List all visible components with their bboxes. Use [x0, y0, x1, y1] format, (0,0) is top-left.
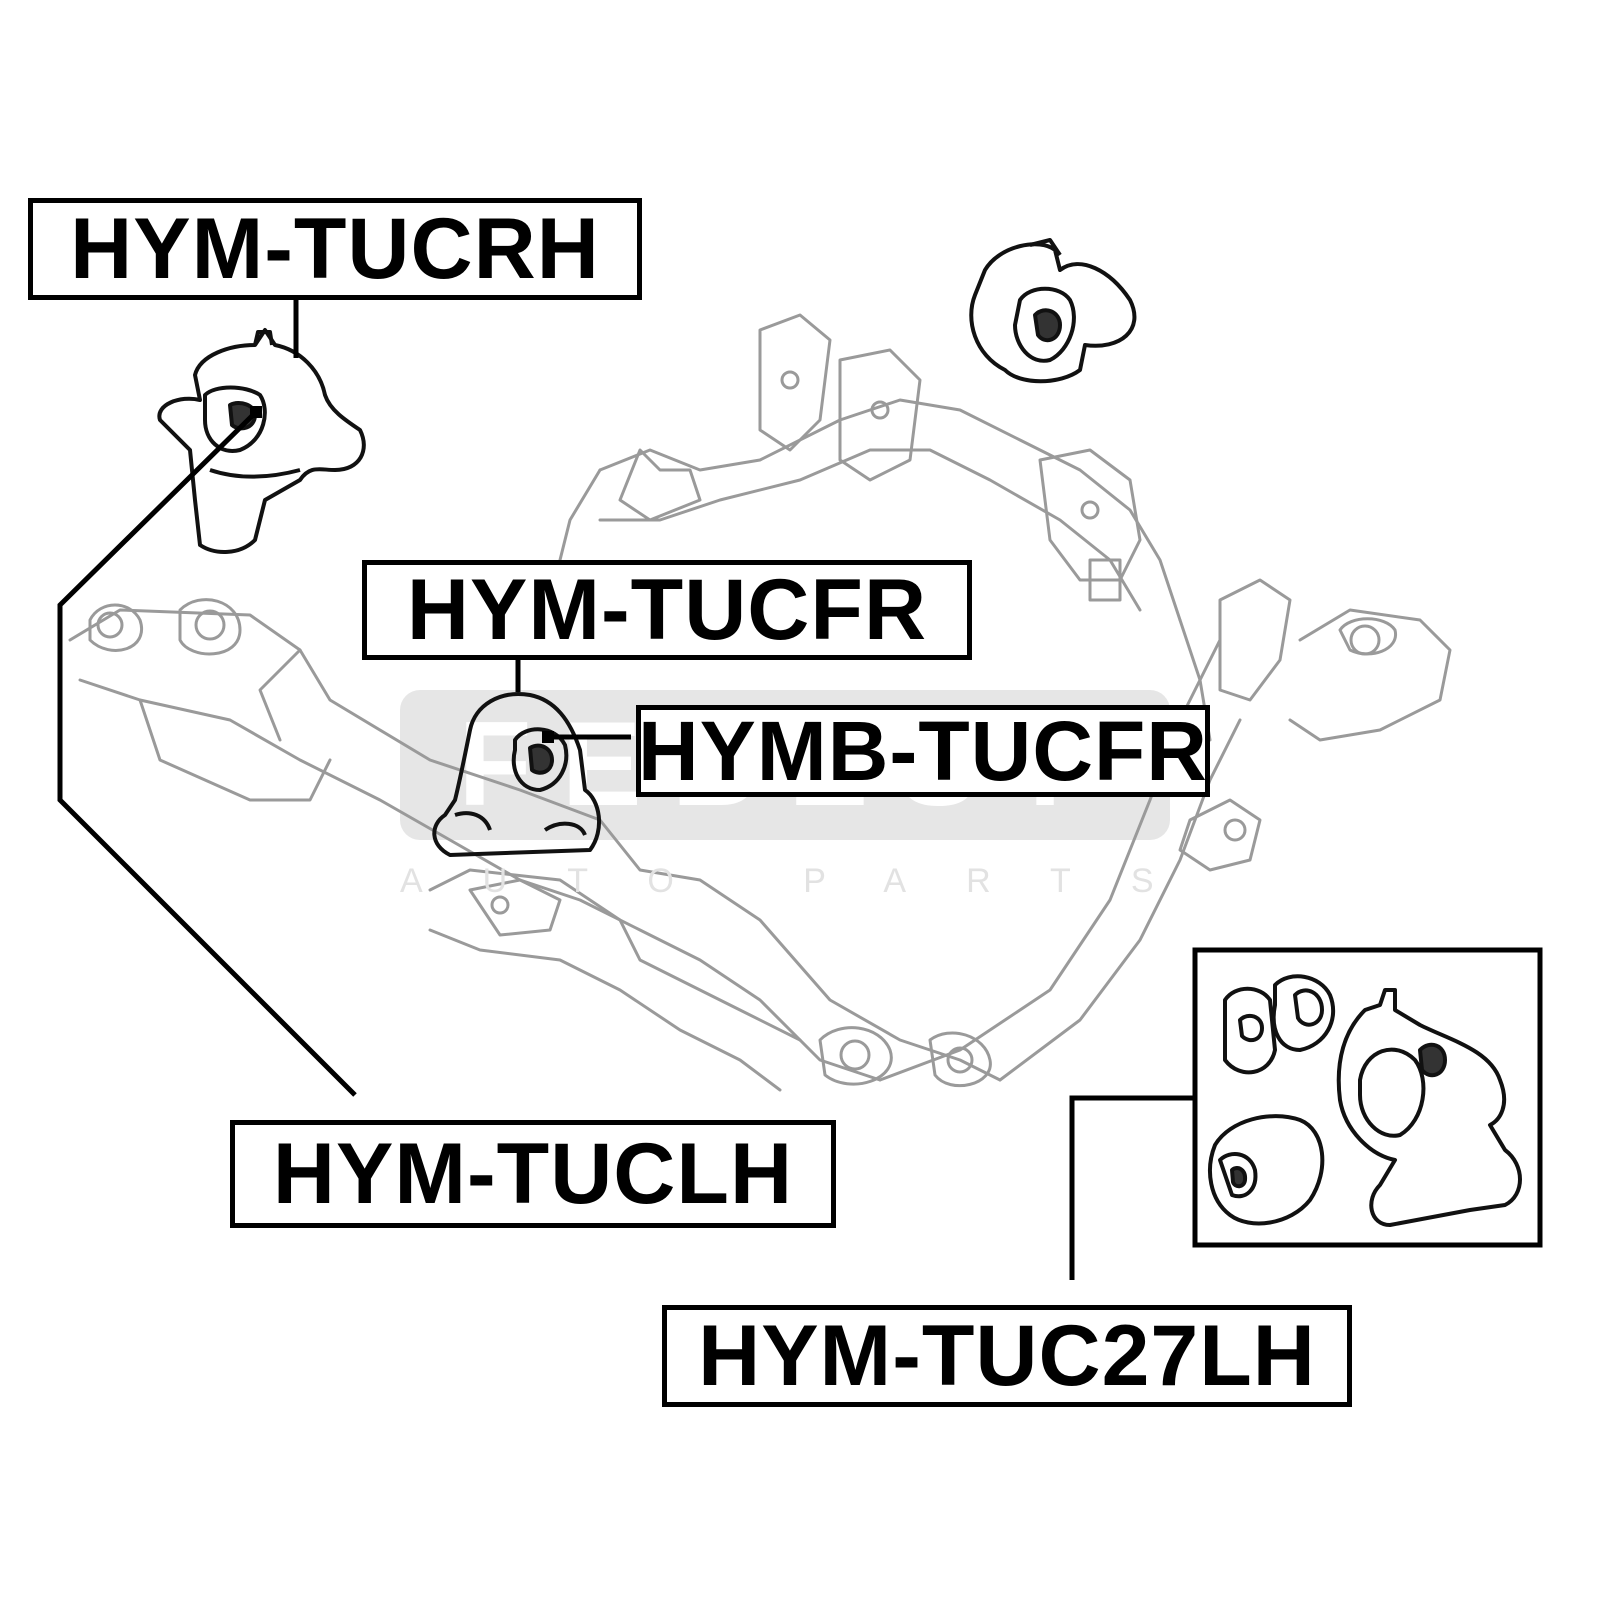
label-hym-tuclh: HYM-TUCLH [230, 1120, 836, 1228]
frame-holes [96, 370, 1381, 1074]
leader-tuclh [57, 410, 357, 1097]
leader-tuc27lh [1069, 1095, 1195, 1280]
leader-lines [57, 298, 1195, 1280]
label-hym-tucfr: HYM-TUCFR [362, 560, 972, 660]
rear-mount-part [969, 238, 1137, 384]
watermark-tagline: AUTO PARTS [400, 862, 1214, 900]
label-hym-tuc27lh: HYM-TUC27LH [662, 1305, 1352, 1407]
leader-endpoints [250, 406, 554, 743]
tucfr-part [432, 692, 602, 857]
tuc27lh-inset-frame [1192, 947, 1543, 1248]
label-hymb-tucfr: HYMB-TUCFR [636, 705, 1210, 797]
label-hym-tucrh: HYM-TUCRH [28, 198, 642, 300]
tuc27lh-kit-parts [1208, 974, 1522, 1227]
tucrh-part [157, 328, 366, 554]
